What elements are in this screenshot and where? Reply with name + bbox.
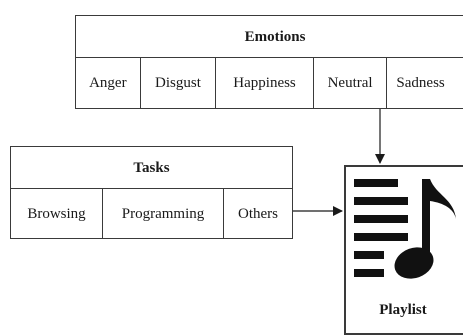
- tasks-cells: Browsing Programming Others: [11, 189, 292, 238]
- music-note-icon: [394, 179, 456, 279]
- list-line-1: [354, 179, 398, 187]
- list-line-4: [354, 233, 408, 241]
- list-line-2: [354, 197, 408, 205]
- task-browsing: Browsing: [11, 189, 103, 238]
- playlist-label: Playlist: [379, 302, 427, 318]
- task-others: Others: [238, 206, 278, 222]
- task-programming: Programming: [103, 189, 224, 238]
- playlist-box: Playlist: [344, 165, 463, 335]
- emotion-happiness: Happiness: [216, 58, 314, 108]
- tasks-table: Tasks Browsing Programming Others: [10, 146, 293, 239]
- list-line-5: [354, 251, 384, 259]
- emotions-cells: Anger Disgust Happiness Neutral Sadness: [76, 58, 463, 108]
- emotion-anger: Anger: [76, 58, 141, 108]
- tasks-title: Tasks: [11, 147, 292, 189]
- list-line-6: [354, 269, 384, 277]
- emotion-sadness: Sadness: [396, 75, 445, 91]
- emotion-neutral: Neutral: [314, 58, 388, 108]
- emotions-table: Emotions Anger Disgust Happiness Neutral…: [75, 15, 463, 109]
- emotion-disgust: Disgust: [141, 58, 217, 108]
- list-line-3: [354, 215, 408, 223]
- emotions-title: Emotions: [76, 16, 463, 58]
- playlist-music-icon: [354, 179, 456, 279]
